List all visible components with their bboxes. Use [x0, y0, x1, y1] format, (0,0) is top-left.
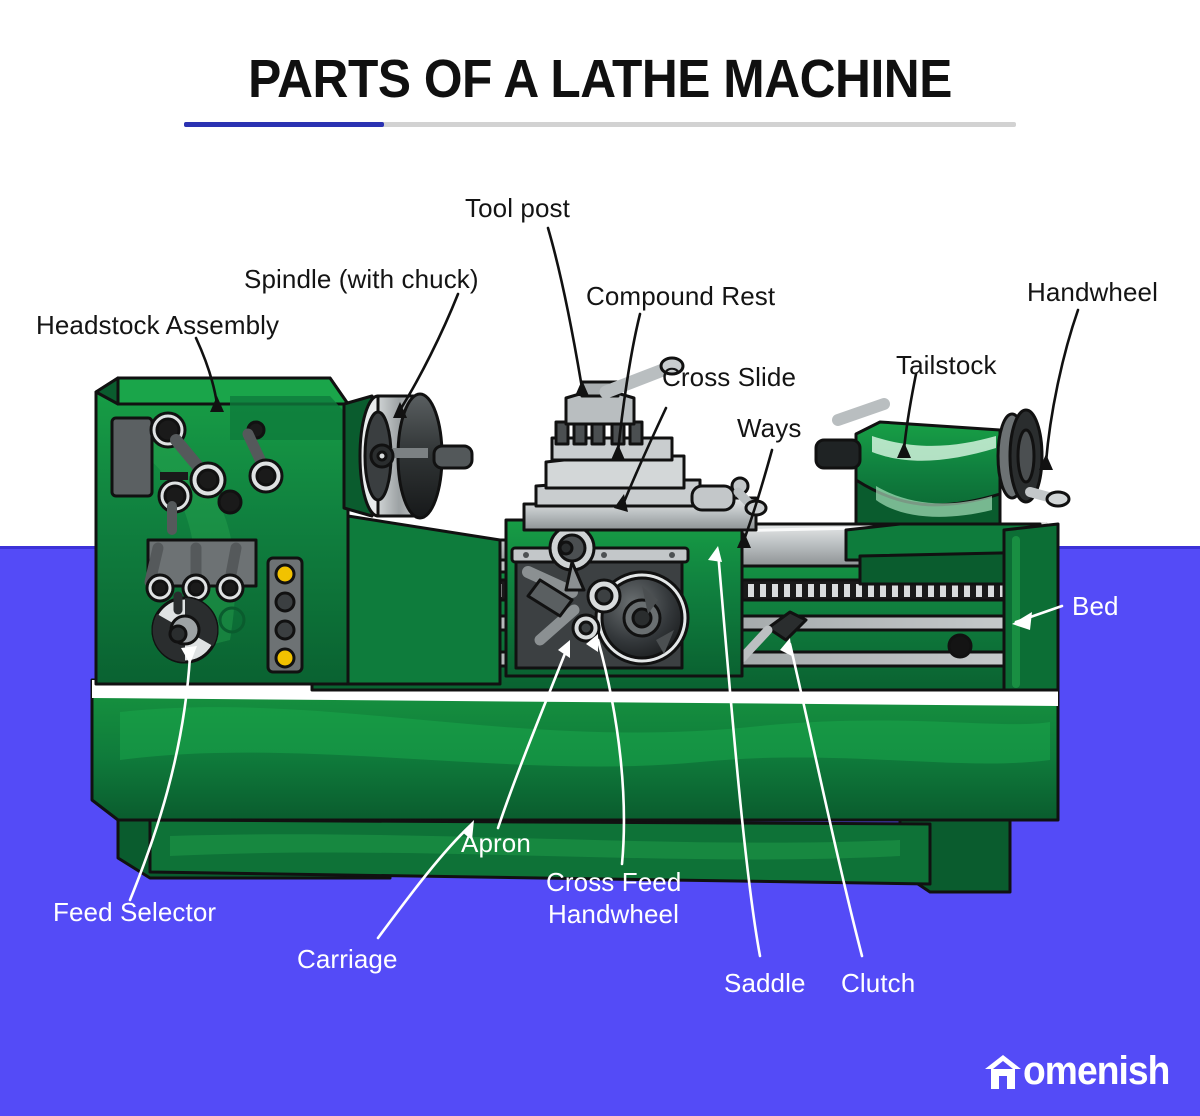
label-apron: Apron	[461, 828, 531, 858]
leader-spindle	[398, 292, 460, 412]
title-rule-accent	[184, 122, 384, 127]
label-headstock-assembly: Headstock Assembly	[36, 310, 280, 340]
label-tool-post: Tool post	[465, 193, 570, 223]
label-saddle: Saddle	[724, 968, 806, 998]
leader-carriage	[376, 824, 472, 940]
leader-ways	[742, 448, 774, 542]
leader-crossslide	[622, 406, 668, 504]
label-feed-selector: Feed Selector	[53, 897, 217, 927]
leader-cross-feed	[596, 638, 626, 866]
label-cross-slide: Cross Slide	[662, 362, 797, 392]
leader-feed-selector	[128, 654, 192, 902]
brand-name: omenish	[1022, 1049, 1170, 1093]
label-compound-rest: Compound Rest	[586, 281, 776, 311]
leader-saddle	[716, 550, 762, 958]
leader-handwheel	[1044, 308, 1080, 464]
label-tailstock: Tailstock	[896, 350, 997, 380]
brand-logo[interactable]: omenish	[983, 1049, 1180, 1094]
label-clutch: Clutch	[841, 968, 916, 998]
label-carriage: Carriage	[297, 944, 398, 974]
label-bed: Bed	[1072, 591, 1119, 621]
house-icon	[983, 1052, 1023, 1092]
title-rule	[184, 122, 1016, 127]
label-cross-feed-handwheel-line1: Cross Feed	[546, 867, 682, 897]
label-cross-feed-handwheel-line2: Handwheel	[548, 899, 679, 929]
label-handwheel: Handwheel	[1027, 277, 1158, 307]
leader-clutch	[788, 642, 864, 958]
leader-toolpost	[546, 226, 584, 390]
leader-compound	[616, 312, 642, 454]
label-ways: Ways	[737, 413, 802, 443]
leader-apron	[496, 644, 570, 830]
label-spindle-with-chuck: Spindle (with chuck)	[244, 264, 479, 294]
page-title: PARTS OF A LATHE MACHINE	[248, 49, 952, 109]
